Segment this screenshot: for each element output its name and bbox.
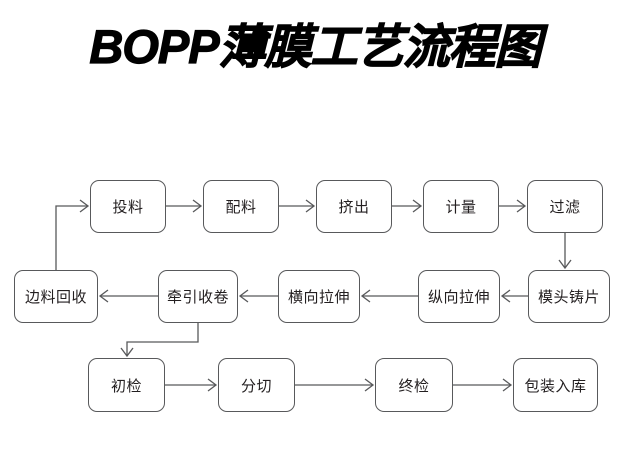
connector-slitting-to-final-inspect <box>295 378 375 392</box>
connector-extrusion-to-metering <box>392 199 423 213</box>
node-scrap-recycle[interactable]: 边料回收 <box>14 270 98 323</box>
node-feed[interactable]: 投料 <box>90 180 166 233</box>
node-transverse-stretch[interactable]: 横向拉伸 <box>278 270 360 323</box>
node-label: 边料回收 <box>24 288 87 306</box>
node-label: 计量 <box>445 198 477 216</box>
node-metering[interactable]: 计量 <box>423 180 499 233</box>
connector-filter-to-die-casting <box>558 233 572 270</box>
connector-final-inspect-to-packing <box>453 378 513 392</box>
node-slitting[interactable]: 分切 <box>218 358 295 412</box>
node-longitudinal-stretch[interactable]: 纵向拉伸 <box>418 270 500 323</box>
connector-first-inspect-to-slitting <box>165 378 218 392</box>
node-label: 纵向拉伸 <box>427 288 490 306</box>
node-label: 模头铸片 <box>537 288 600 306</box>
node-first-inspect[interactable]: 初检 <box>88 358 165 412</box>
node-label: 横向拉伸 <box>287 288 350 306</box>
node-label: 过滤 <box>549 198 581 216</box>
node-filter[interactable]: 过滤 <box>527 180 603 233</box>
node-batching[interactable]: 配料 <box>203 180 279 233</box>
node-label: 终检 <box>398 376 430 395</box>
connector-winding-to-first-inspect <box>120 323 199 358</box>
connector-mdo-to-tdo <box>360 289 418 303</box>
node-label: 配料 <box>225 198 257 216</box>
connector-metering-to-filter <box>499 199 527 213</box>
connector-batching-to-extrusion <box>279 199 316 213</box>
connector-winding-to-scrap-recycle <box>98 289 158 303</box>
connector-feed-to-batching <box>166 199 203 213</box>
node-extrusion[interactable]: 挤出 <box>316 180 392 233</box>
node-packing[interactable]: 包装入库 <box>513 358 598 412</box>
node-label: 初检 <box>110 376 142 395</box>
node-label: 挤出 <box>338 198 370 216</box>
node-label: 牵引收卷 <box>166 288 229 306</box>
node-winding[interactable]: 牵引收卷 <box>158 270 238 323</box>
connector-die-casting-to-mdo <box>500 289 528 303</box>
node-label: 包装入库 <box>524 376 587 395</box>
page-title: BOPP薄膜工艺流程图 <box>89 19 542 73</box>
connector-tdo-to-winding <box>238 289 278 303</box>
connector-scrap-recycle-to-feed <box>55 199 90 270</box>
node-die-casting[interactable]: 模头铸片 <box>528 270 610 323</box>
node-label: 分切 <box>240 376 272 395</box>
node-label: 投料 <box>112 198 144 216</box>
node-final-inspect[interactable]: 终检 <box>375 358 453 412</box>
